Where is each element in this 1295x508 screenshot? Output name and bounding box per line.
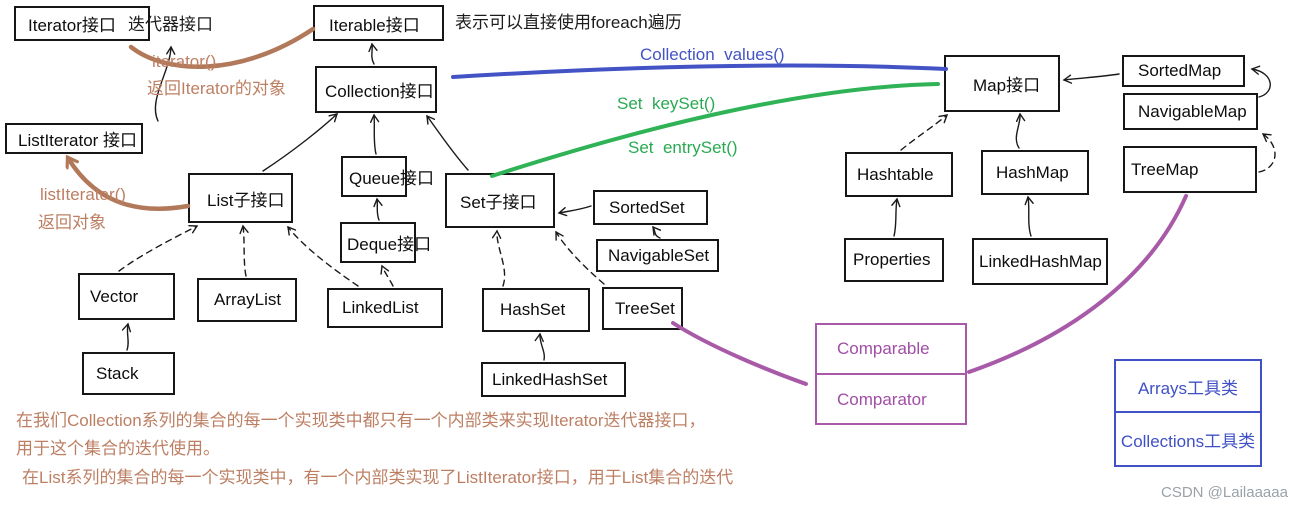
values-method-label: Collection values() — [640, 45, 785, 64]
arrow-queue-to-collection — [369, 113, 380, 155]
arrow-properties-to-hashtable — [891, 197, 901, 237]
node-label: LinkedList — [342, 298, 419, 317]
node-vector: Vector — [78, 273, 175, 320]
node-map-interface: Map接口 — [944, 55, 1060, 112]
node-label: HashSet — [500, 300, 566, 319]
entryset-method-label: Set entrySet() — [628, 138, 738, 157]
node-iterable-interface: Iterable接口 — [313, 5, 444, 41]
node-label: LinkedHashSet — [492, 369, 608, 389]
node-navigableset: NavigableSet — [596, 239, 719, 272]
node-iterator-interface: Iterator接口 — [14, 6, 150, 41]
node-label: TreeMap — [1131, 159, 1199, 179]
note-paragraph-1: 在我们Collection系列的集合的每一个实现类中都只有一个内部类来实现Ite… — [16, 411, 706, 430]
node-label: TreeSet — [615, 298, 675, 318]
node-list-interface: List子接口 — [188, 173, 293, 223]
node-label: Iterator接口 — [28, 16, 116, 35]
node-label: HashMap — [996, 162, 1069, 182]
node-label: NavigableMap — [1138, 101, 1247, 121]
arrow-treemap-to-navigablemap — [1258, 133, 1276, 173]
node-hashset: HashSet — [482, 288, 590, 332]
node-hashmap: HashMap — [981, 150, 1089, 195]
iterator-alias-label: 迭代器接口 — [128, 15, 213, 34]
node-set-interface: Set子接口 — [445, 173, 555, 228]
comparable-comparator-box: Comparable Comparator — [815, 323, 967, 425]
node-label: SortedSet — [609, 197, 685, 217]
iterator-method-label: iterator() — [152, 52, 217, 71]
comparable-cell: Comparable — [817, 325, 965, 375]
node-label: NavigableSet — [608, 245, 710, 265]
node-properties: Properties — [844, 238, 944, 282]
arrow-stack-to-vector — [121, 322, 132, 351]
curve-values-to-map — [451, 63, 948, 79]
arrow-arraylist-to-list — [239, 224, 249, 277]
arrow-hashset-to-set — [491, 229, 506, 287]
node-linkedlist: LinkedList — [327, 288, 443, 328]
node-linkedhashmap: LinkedHashMap — [972, 238, 1108, 285]
foreach-note-label: 表示可以直接使用foreach遍历 — [455, 13, 682, 32]
arrow-set-to-collection — [426, 114, 469, 171]
note-paragraph-3: 在List系列的集合的每一个实现类中，有一个内部类实现了ListIterator… — [22, 468, 734, 487]
node-queue-interface: Queue接口 — [341, 156, 434, 197]
node-label: Set子接口 — [460, 193, 537, 212]
arrow-sortedmap-to-map — [1062, 73, 1120, 84]
arrow-linkedhashmap-to-hashmap — [1024, 195, 1034, 237]
node-label: Deque接口 — [347, 235, 432, 254]
note-paragraph-2: 用于这个集合的迭代使用。 — [16, 439, 220, 458]
node-label: ArrayList — [214, 290, 282, 309]
node-label: Properties — [853, 250, 931, 269]
arrays-utility-cell: Arrays工具类 — [1116, 361, 1260, 413]
node-stack: Stack — [82, 352, 175, 395]
keyset-method-label: Set keySet() — [617, 94, 716, 113]
node-collection-interface: Collection接口 — [315, 66, 437, 113]
node-label: Queue接口 — [349, 169, 435, 188]
node-label: SortedMap — [1138, 61, 1222, 80]
node-label: Map接口 — [973, 76, 1041, 95]
cell-label: Comparator — [837, 390, 927, 409]
node-deque-interface: Deque接口 — [340, 222, 431, 263]
arrow-vector-to-list — [118, 224, 199, 272]
csdn-watermark: CSDN @Lailaaaaa — [1161, 484, 1288, 501]
node-label: LinkedHashMap — [979, 251, 1102, 271]
node-listiterator-interface: ListIterator 接口 — [5, 123, 143, 154]
arrow-hashmap-to-map — [1015, 112, 1026, 149]
cell-label: Comparable — [837, 339, 930, 358]
arrow-deque-to-queue — [373, 197, 383, 221]
arrow-collection-to-iterable — [368, 42, 378, 65]
arrow-linkedhashset-to-hashset — [534, 332, 546, 361]
listiterator-method-label: listIterator() — [40, 185, 126, 204]
curve-treeset-to-comparable — [671, 321, 808, 386]
arrow-hashtable-to-map — [900, 114, 949, 151]
node-label: ListIterator 接口 — [18, 131, 138, 150]
listiterator-return-label: 返回对象 — [38, 213, 106, 232]
node-treemap: TreeMap — [1123, 146, 1257, 193]
node-treeset: TreeSet — [602, 287, 683, 330]
arrow-sortedset-to-set — [557, 205, 592, 217]
node-label: Iterable接口 — [329, 15, 420, 35]
arrow-navigableset-to-sortedset — [652, 225, 662, 239]
node-sortedset: SortedSet — [593, 190, 708, 225]
cell-label: Arrays工具类 — [1137, 378, 1239, 398]
cell-label: Collections工具类 — [1120, 431, 1256, 451]
node-label: Stack — [96, 363, 139, 383]
node-label: Vector — [90, 286, 139, 306]
node-navigablemap: NavigableMap — [1123, 93, 1258, 130]
iterator-return-label: 返回Iterator的对象 — [147, 79, 286, 98]
node-linkedhashset: LinkedHashSet — [481, 362, 626, 397]
arrow-list-to-collection — [262, 113, 339, 172]
arrow-linkedlist-to-deque — [380, 264, 394, 287]
node-sortedmap: SortedMap — [1122, 55, 1245, 87]
node-label: Hashtable — [857, 164, 934, 184]
node-arraylist: ArrayList — [197, 278, 297, 322]
collections-utility-cell: Collections工具类 — [1116, 413, 1260, 465]
node-hashtable: Hashtable — [845, 152, 953, 197]
comparator-cell: Comparator — [817, 375, 965, 425]
utility-classes-box: Arrays工具类 Collections工具类 — [1114, 359, 1262, 467]
node-label: Collection接口 — [325, 82, 434, 101]
node-label: List子接口 — [207, 190, 285, 210]
